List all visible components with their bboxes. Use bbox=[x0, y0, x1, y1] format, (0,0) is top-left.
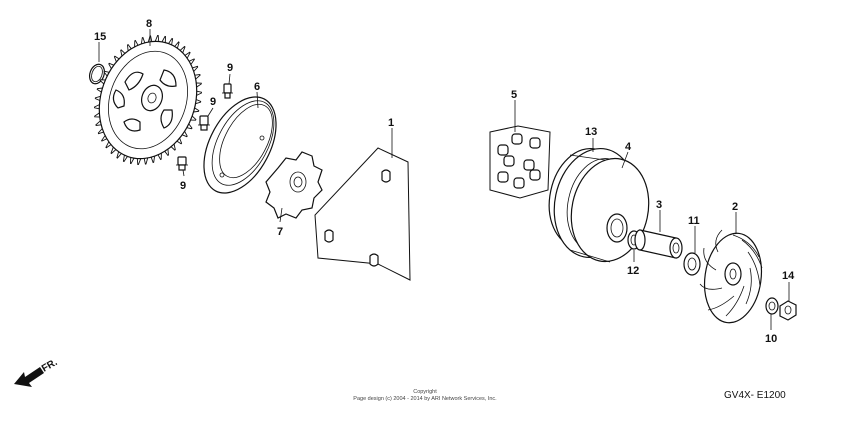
o-ring-part bbox=[88, 63, 106, 85]
callout-12: 12 bbox=[627, 265, 639, 277]
callout-7: 7 bbox=[277, 226, 283, 238]
callout-1: 1 bbox=[388, 117, 394, 129]
ramp-plate-part bbox=[265, 151, 323, 219]
callout-5: 5 bbox=[511, 89, 517, 101]
washer-part bbox=[683, 252, 701, 276]
callout-13: 13 bbox=[585, 126, 597, 138]
copyright-line-2: Page design (c) 2004 - 2014 by ARI Netwo… bbox=[353, 396, 497, 402]
diagram-code: GV4X- E1200 bbox=[724, 390, 786, 401]
copyright-line-1: Copyright bbox=[413, 389, 437, 395]
callout-10: 10 bbox=[765, 333, 777, 345]
leader-lines bbox=[98, 29, 790, 330]
direction-label: FR. bbox=[40, 357, 60, 375]
collar-part bbox=[634, 229, 683, 259]
callout-9-upper: 9 bbox=[227, 62, 233, 74]
callout-4: 4 bbox=[625, 141, 632, 153]
callout-15: 14 bbox=[782, 270, 795, 282]
callout-9-lower: 9 bbox=[180, 180, 186, 192]
callout-8: 8 bbox=[146, 18, 152, 30]
bolt-part-lower bbox=[176, 156, 188, 171]
ring-plate-part bbox=[203, 96, 277, 194]
front-direction-arrow-icon bbox=[14, 367, 44, 387]
drive-face-sprocket-part bbox=[94, 35, 202, 165]
nut-part bbox=[779, 300, 797, 321]
roller-set-part bbox=[489, 125, 551, 199]
callout-3: 3 bbox=[656, 199, 662, 211]
bolt-part-middle bbox=[198, 115, 210, 131]
slider-set-part bbox=[314, 147, 411, 281]
callout-9-middle: 9 bbox=[210, 96, 216, 108]
fan-drive-face-part bbox=[699, 229, 763, 324]
bolt-part-upper bbox=[222, 83, 233, 99]
callout-11: 11 bbox=[688, 215, 700, 227]
callout-14: 15 bbox=[94, 31, 106, 43]
callout-2: 2 bbox=[732, 201, 738, 213]
callout-6: 6 bbox=[254, 81, 260, 93]
sprocket-teeth bbox=[94, 35, 202, 165]
small-washer-part bbox=[765, 297, 779, 315]
